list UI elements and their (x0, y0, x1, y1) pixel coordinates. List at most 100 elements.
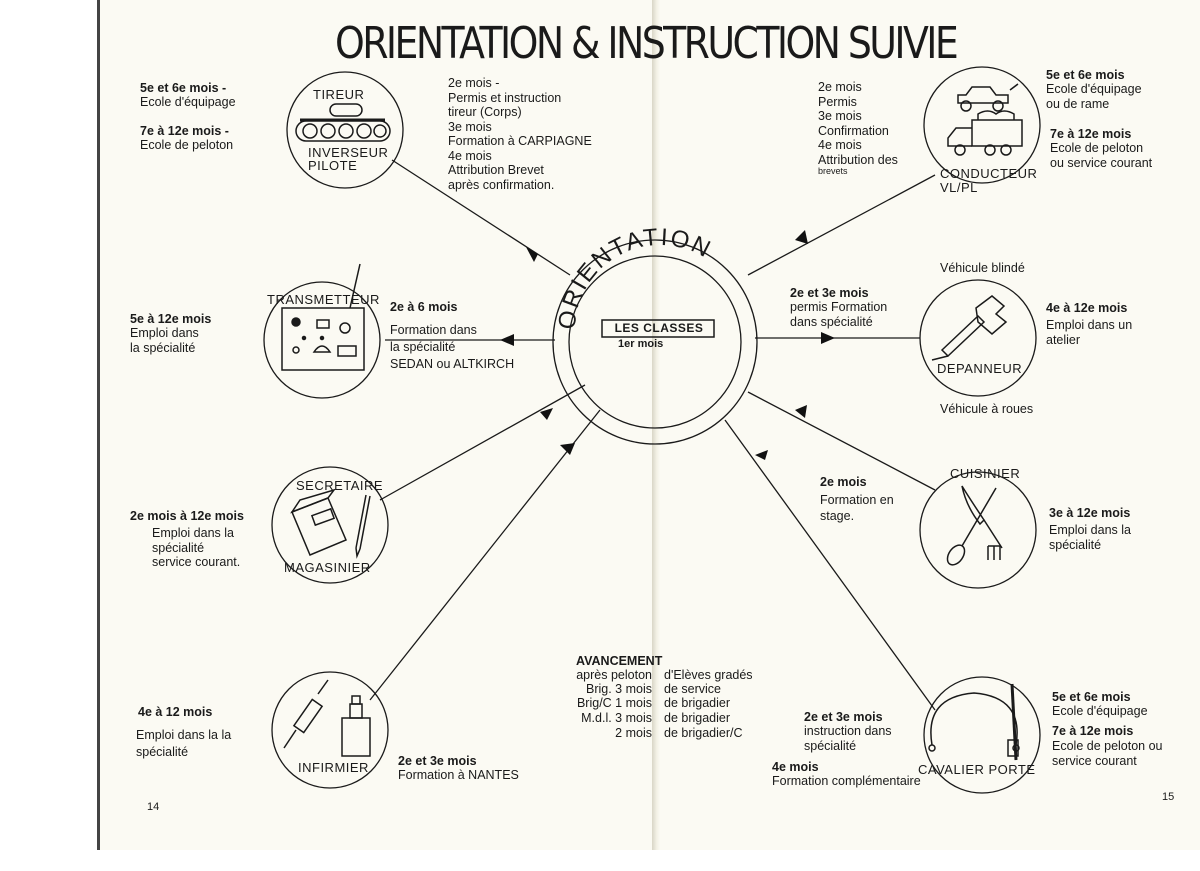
hub-ring-text: ORIENTATION (554, 224, 717, 331)
tireur-outer-text-2: Ecole de peloton (140, 138, 234, 152)
avancement-right-4: de brigadier/C (664, 726, 743, 740)
cuisinier-top-label: CUISINIER (950, 466, 1021, 481)
conducteur-inner-note: 2e mois Permis 3e mois Confirmation 4e m… (818, 80, 898, 167)
arrowheads (500, 230, 835, 460)
infirmier-outer-bold: 4e à 12 mois (138, 705, 213, 719)
arrow-cavalier (755, 450, 768, 460)
cavalier-outer-bold-1: 5e et 6e mois (1052, 690, 1131, 704)
depanneur-outer-bold: 4e à 12e mois (1046, 301, 1128, 315)
transmetteur-inner-bold: 2e à 6 mois (390, 300, 458, 314)
avancement-right-2: de brigadier (664, 696, 731, 710)
cavalier-inner-bold: 2e et 3e mois (804, 710, 883, 724)
conducteur-circle (923, 66, 1041, 184)
transmetteur-outer-bold: 5e à 12e mois (130, 312, 212, 326)
connector-conducteur (747, 174, 936, 276)
cavalier-outer-text-2: Ecole de peloton ou service courant (1052, 739, 1163, 768)
hub-box (601, 319, 715, 338)
tireur-outer-bold-1: 5e et 6e mois - (140, 81, 227, 95)
hub-sub-label: 1er mois (618, 338, 664, 350)
cavalier-inner-text: instruction dans spécialité (804, 724, 892, 753)
connector-cuisinier (747, 391, 936, 491)
infirmier-circle (271, 671, 389, 789)
conducteur-bottom-label: CONDUCTEUR VL/PL (940, 166, 1038, 195)
secretaire-circle (271, 466, 389, 584)
tireur-top-label: TIREUR (313, 87, 365, 102)
depanneur-top-label: Véhicule blindé (940, 261, 1025, 275)
depanneur-inner-bold: 2e et 3e mois (790, 286, 869, 300)
avancement-left-1: Brig. 3 mois (586, 682, 652, 696)
tank-icon (295, 103, 391, 142)
infirmier-inner-bold: 2e et 3e mois (398, 754, 477, 768)
knife-fork-spoon-icon (946, 485, 1003, 566)
connector-infirmier (369, 409, 601, 701)
conducteur-inner-note-small: brevets (818, 166, 848, 176)
cuisinier-outer-text: Emploi dans la spécialité (1049, 523, 1131, 552)
rifle-and-horseshoe-icon (928, 683, 1020, 761)
avancement-right-1: de service (664, 682, 721, 696)
avancement-left-0: après peloton (576, 668, 652, 682)
secretaire-top-label: SECRETAIRE (296, 478, 384, 493)
arrow-secretaire (540, 408, 553, 420)
infirmier-inner-text: Formation à NANTES (398, 768, 519, 782)
page-number-left: 14 (147, 801, 160, 813)
avancement-left-3: M.d.l. 3 mois (581, 711, 652, 725)
jeep-icon (957, 83, 1019, 112)
tireur-outer-bold-2: 7e à 12e mois - (140, 124, 229, 138)
cuisinier-outer-bold: 3e à 12e mois (1049, 506, 1131, 520)
truck-icon (947, 110, 1023, 156)
secretaire-outer-text: Emploi dans la spécialité service couran… (152, 526, 241, 569)
wrench-icon (931, 295, 1008, 361)
arrow-conducteur (795, 230, 808, 244)
radio-set-icon (281, 263, 365, 371)
secretaire-bottom-label: MAGASINIER (284, 560, 371, 575)
transmetteur-top-label: TRANSMETTEUR (267, 292, 380, 307)
arrow-cuisinier (795, 405, 807, 418)
infirmier-outer-text: Emploi dans la la spécialité (136, 728, 232, 759)
hub-outer-ring (552, 239, 758, 445)
depanneur-circle (919, 279, 1037, 397)
transmetteur-outer-text: Emploi dans la spécialité (130, 326, 199, 355)
cuisinier-inner-text: Formation en stage. (820, 493, 894, 523)
book-gutter (652, 0, 660, 850)
secretaire-outer-bold: 2e mois à 12e mois (130, 509, 244, 523)
depanneur-outer-text: Emploi dans un atelier (1046, 318, 1133, 347)
arrow-transmetteur (500, 334, 514, 346)
avancement-title: AVANCEMENT (576, 654, 663, 668)
connector-tireur (391, 159, 571, 276)
connector-cavalier (724, 419, 936, 711)
tireur-inner-note: 2e mois - Permis et instruction tireur (… (448, 76, 592, 192)
arrow-depanneur (821, 332, 835, 344)
cuisinier-inner-bold: 2e mois (820, 475, 867, 489)
hub-inner-ring (568, 255, 742, 429)
page-title: ORIENTATION & INSTRUCTION SUIVIE (335, 18, 959, 69)
conducteur-outer-bold-1: 5e et 6e mois (1046, 68, 1125, 82)
cavalier-inner2-bold: 4e mois (772, 760, 819, 774)
tireur-outer-text-1: Ecole d'équipage (140, 95, 236, 109)
box-and-pen-icon (290, 488, 371, 559)
conducteur-outer-bold-2: 7e à 12e mois (1050, 127, 1132, 141)
conducteur-outer-text-1: Ecole d'équipage ou de rame (1046, 82, 1142, 111)
tireur-bottom-label: INVERSEUR PILOTE (308, 145, 389, 173)
arrow-tireur (526, 247, 538, 262)
avancement-left-4: 2 mois (615, 726, 652, 740)
depanneur-below-label: Véhicule à roues (940, 402, 1034, 416)
cuisinier-circle (919, 471, 1037, 589)
cavalier-inner2-text: Formation complémentaire (772, 774, 921, 788)
hub-box-label: LES CLASSES (614, 321, 704, 335)
paper-background (100, 0, 1200, 850)
arrow-infirmier (560, 443, 575, 455)
syringe-and-bottle-icon (283, 679, 371, 757)
cavalier-bottom-label: CAVALIER PORTE (918, 762, 1036, 777)
infirmier-bottom-label: INFIRMIER (298, 760, 369, 775)
cavalier-outer-bold-2: 7e à 12e mois (1052, 724, 1134, 738)
avancement-right-0: d'Elèves gradés (664, 668, 753, 682)
conducteur-outer-text-2: Ecole de peloton ou service courant (1050, 141, 1153, 170)
connector-secretaire (379, 384, 586, 501)
transmetteur-inner-text: Formation dans la spécialité SEDAN ou AL… (390, 323, 515, 371)
avancement-right-3: de brigadier (664, 711, 731, 725)
depanneur-bottom-label: DEPANNEUR (937, 361, 1023, 376)
transmetteur-circle (263, 281, 381, 399)
binding-edge (97, 0, 100, 850)
